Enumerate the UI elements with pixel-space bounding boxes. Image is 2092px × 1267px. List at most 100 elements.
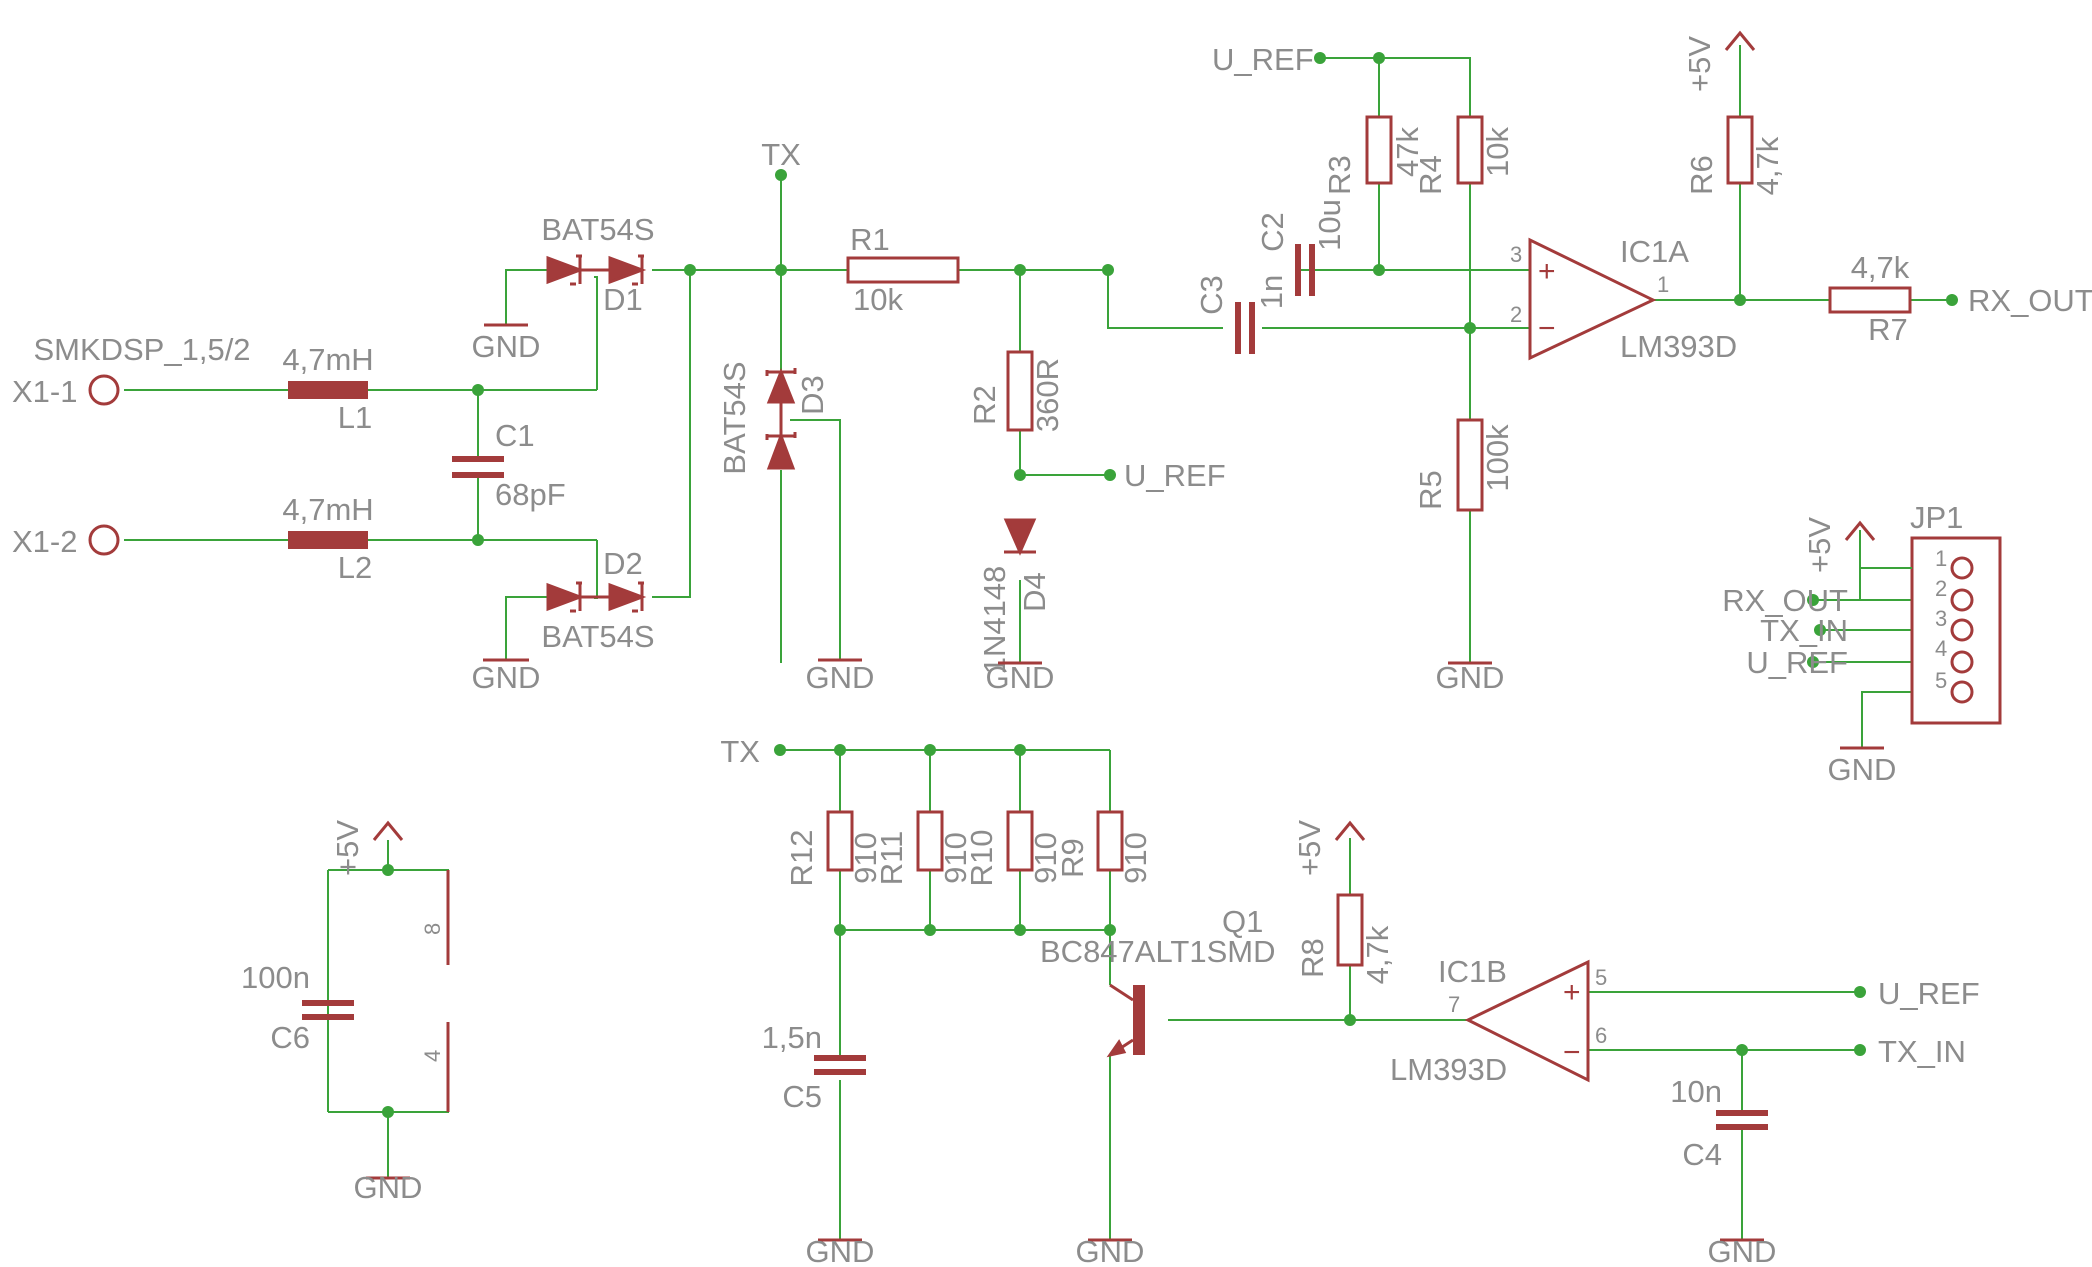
capacitor-c4-plate <box>1716 1124 1768 1130</box>
l2-value: 4,7mH <box>282 492 373 527</box>
d3-value: BAT54S <box>717 361 752 474</box>
jp1-pin <box>1950 650 1974 674</box>
header-jp1 <box>1910 536 2002 725</box>
jp1-pin-label: 4 <box>1935 636 1947 661</box>
diode-d4 <box>1003 518 1037 556</box>
vcc-arrow-jp1 <box>1844 520 1876 541</box>
connector-label: SMKDSP_1,5/2 <box>33 332 250 367</box>
r12-name: R12 <box>784 830 819 887</box>
junction <box>1014 744 1026 756</box>
gnd-label-c5: GND <box>806 1234 875 1267</box>
c4-name: C4 <box>1682 1137 1722 1172</box>
junction <box>1344 1014 1356 1026</box>
ic1a-pin-2: 2 <box>1510 302 1522 327</box>
d2-name: D2 <box>603 546 643 581</box>
ic1b-plus-sign: + <box>1563 976 1581 1009</box>
c1-name: C1 <box>495 418 535 453</box>
tx-in-label-bottom: TX_IN <box>1878 1034 1966 1069</box>
gnd-label-q1: GND <box>1076 1234 1145 1267</box>
d2-value: BAT54S <box>541 619 654 654</box>
resistor-r5 <box>1456 418 1484 512</box>
capacitor-c3-plate <box>1249 302 1255 354</box>
junction <box>1104 924 1116 936</box>
diode-d2 <box>546 581 647 613</box>
c5-name: C5 <box>782 1079 822 1114</box>
vcc-label-r6: +5V <box>1682 36 1717 92</box>
r7-name: R7 <box>1868 312 1908 347</box>
ic1b-minus-sign: − <box>1563 1036 1581 1069</box>
capacitor-c2-plate <box>1309 244 1315 296</box>
junction <box>1014 264 1026 276</box>
q1-name: Q1 <box>1222 904 1263 939</box>
vcc-arrow-r6 <box>1724 30 1756 51</box>
ic1b-pin-6: 6 <box>1595 1023 1607 1048</box>
jp1-name: JP1 <box>1910 500 1963 535</box>
capacitor-c5-plate <box>814 1069 866 1075</box>
junction <box>1102 264 1114 276</box>
resistor-r12 <box>826 810 854 872</box>
junction <box>684 264 696 276</box>
junction <box>1854 986 1866 998</box>
r9-value: 910 <box>1118 832 1153 884</box>
resistor-r11 <box>916 810 944 872</box>
capacitor-c2 <box>1295 244 1301 296</box>
junction <box>1373 52 1385 64</box>
resistor-r10 <box>1006 810 1034 872</box>
gnd-label-jp1: GND <box>1828 752 1897 787</box>
resistor-r7 <box>1828 286 1912 314</box>
jp1-tx-in-label: TX_IN <box>1760 613 1848 648</box>
junction <box>1014 924 1026 936</box>
gnd-label-c4: GND <box>1708 1234 1777 1267</box>
u-ref-label-bottom: U_REF <box>1878 976 1980 1011</box>
capacitor-c1 <box>452 456 504 462</box>
capacitor-c3 <box>1235 302 1241 354</box>
diode-d3 <box>765 367 797 470</box>
jp1-pin <box>1950 618 1974 642</box>
l1-name: L1 <box>338 400 372 435</box>
junction <box>774 744 786 756</box>
ic1a-minus-sign: − <box>1538 312 1556 345</box>
vcc-arrow-c6 <box>372 820 404 841</box>
r5-value: 100k <box>1480 424 1515 492</box>
terminal-label-x1-2: X1-2 <box>12 524 77 559</box>
d4-name: D4 <box>1017 572 1052 612</box>
r6-value: 4,7k <box>1750 136 1785 195</box>
gnd-label-r5: GND <box>1436 660 1505 695</box>
capacitor-c1-plate <box>452 472 504 478</box>
terminal-x1-1 <box>88 374 120 406</box>
r1-value: 10k <box>853 282 903 317</box>
junction <box>1464 322 1476 334</box>
d4-value: 1N4148 <box>977 566 1012 675</box>
capacitor-c5 <box>814 1055 866 1061</box>
junction <box>1314 52 1326 64</box>
c3-name: C3 <box>1194 275 1229 315</box>
junction <box>924 744 936 756</box>
u-ref-label-mid: U_REF <box>1124 458 1226 493</box>
l2-name: L2 <box>338 550 372 585</box>
r6-name: R6 <box>1684 155 1719 195</box>
c4-value: 10n <box>1670 1074 1722 1109</box>
junction <box>924 924 936 936</box>
r11-name: R11 <box>874 831 909 886</box>
junction <box>834 924 846 936</box>
d1-name: D1 <box>603 282 643 317</box>
resistor-r1 <box>846 256 960 284</box>
c2-name: C2 <box>1255 212 1290 252</box>
d1-value: BAT54S <box>541 212 654 247</box>
r3-name: R3 <box>1322 155 1357 195</box>
junction <box>1734 294 1746 306</box>
r11-value: 910 <box>938 832 973 884</box>
tx-label-bottom: TX <box>720 734 760 769</box>
capacitor-c6 <box>302 1000 354 1006</box>
r4-value: 10k <box>1480 127 1515 177</box>
junction <box>1014 469 1026 481</box>
junction <box>382 864 394 876</box>
gnd-label-d2: GND <box>472 660 541 695</box>
junction <box>1814 624 1826 636</box>
c3-value: 1n <box>1254 275 1289 309</box>
junction <box>1104 469 1116 481</box>
r5-name: R5 <box>1413 470 1448 510</box>
diode-d1 <box>546 254 647 286</box>
gnd-label-d4: GND <box>986 660 1055 695</box>
